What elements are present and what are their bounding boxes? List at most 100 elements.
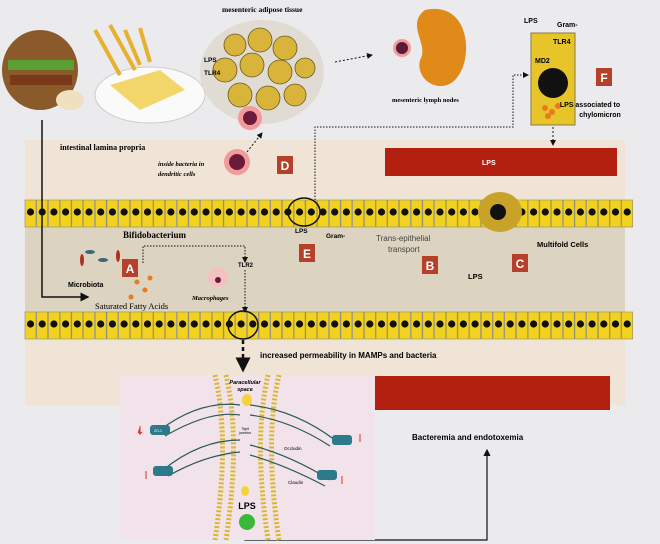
marker-d: D [277, 156, 293, 174]
cell-nucleus [494, 320, 503, 328]
cell-nucleus [237, 320, 245, 328]
cell-nucleus [471, 320, 479, 328]
cell-nucleus [38, 320, 46, 328]
cell-nucleus [553, 208, 561, 216]
cell-nucleus [108, 320, 116, 328]
cell-nucleus [471, 208, 479, 216]
cell-nucleus [50, 320, 58, 328]
cell-nucleus [565, 208, 573, 216]
cell-nucleus [576, 208, 585, 216]
lymph-label: mesenteric lymph nodes [392, 97, 459, 104]
cell-nucleus [459, 208, 467, 216]
cell-nucleus [26, 320, 35, 328]
cell-nucleus [483, 320, 491, 328]
cell-nucleus [167, 208, 175, 216]
cell-nucleus [576, 320, 585, 328]
highlight-circle-junction [227, 310, 259, 340]
blood-vessel-top [385, 148, 617, 176]
adipose-label: mesenteric adipose tissue [222, 5, 303, 14]
cell-nucleus [296, 320, 304, 328]
cell-nucleus [623, 320, 631, 328]
bifido-label: Bifidobacterium [123, 230, 186, 240]
cell-nucleus [342, 208, 350, 216]
cell-nucleus [389, 208, 397, 216]
cell-nucleus [331, 320, 339, 328]
cell-nucleus [448, 208, 456, 216]
cell-nucleus [611, 208, 620, 216]
cell-nucleus [623, 208, 631, 216]
adipose-lps-label: LPS [204, 57, 217, 64]
adipose-tissue [200, 20, 324, 130]
dendritic-label-2: dendritic cells [158, 171, 196, 178]
cell-nucleus [436, 320, 444, 328]
cell-nucleus [179, 320, 187, 328]
cell-nucleus [225, 208, 233, 216]
lps-top-label: LPS [524, 18, 538, 25]
cell-nucleus [249, 208, 257, 216]
md2-label: MD2 [535, 58, 550, 65]
cell-nucleus [401, 208, 409, 216]
marker-f: F [596, 68, 612, 86]
cell-nucleus [272, 208, 280, 216]
cell-nucleus [436, 208, 444, 216]
epithelial-row-bottom [24, 311, 634, 340]
cell-nucleus [143, 320, 152, 328]
cell-nucleus [260, 320, 269, 328]
cell-nucleus [85, 208, 93, 216]
cell-nucleus [260, 208, 269, 216]
marker-b: B [422, 256, 438, 274]
cell-nucleus [214, 320, 222, 328]
cell-nucleus [401, 320, 409, 328]
cell-nucleus [272, 320, 280, 328]
cell-nucleus [155, 208, 163, 216]
lps-e-label: LPS [295, 228, 308, 235]
cell-nucleus [190, 208, 198, 216]
cell-nucleus [132, 208, 140, 216]
cell-nucleus [459, 320, 467, 328]
cell-nucleus [541, 320, 549, 328]
cell-nucleus [377, 208, 386, 216]
occludin-label: Occludin [284, 446, 302, 451]
chylo-label-1: LPS associated to [560, 102, 620, 109]
chylo-label-2: chylomicron [579, 112, 621, 119]
cell-nucleus [506, 320, 514, 328]
cell-nucleus [143, 208, 152, 216]
cell-nucleus [167, 320, 175, 328]
enterocyte [530, 32, 576, 126]
cell-nucleus [588, 208, 596, 216]
food-image [2, 24, 206, 124]
cell-nucleus [202, 320, 210, 328]
cell-nucleus [448, 320, 456, 328]
cell-nucleus [319, 208, 327, 216]
tight-junction-panel: ZO-1 [120, 374, 375, 541]
lps-b-label: LPS [468, 272, 483, 281]
marker-letter: D [281, 159, 290, 173]
cell-nucleus [541, 208, 549, 216]
cell-nucleus [120, 320, 128, 328]
marker-letter: A [126, 262, 135, 276]
lymph-node [393, 8, 467, 87]
bacteremia-label: Bacteremia and endotoxemia [412, 433, 524, 442]
cell-nucleus [62, 208, 70, 216]
cell-nucleus [307, 320, 315, 328]
cell-nucleus [284, 320, 292, 328]
cell-nucleus [366, 320, 374, 328]
cell-nucleus [97, 320, 105, 328]
lumen-band [25, 227, 625, 312]
cell-nucleus [85, 320, 93, 328]
multifold-label: Multifold Cells [537, 240, 588, 249]
marker-a: A [122, 259, 138, 277]
cell-nucleus [179, 208, 187, 216]
vessel-lps-label: LPS [482, 160, 496, 167]
cell-nucleus [190, 320, 198, 328]
marker-e: E [299, 244, 315, 262]
cell-nucleus [377, 320, 386, 328]
cell-nucleus [565, 320, 573, 328]
cell-nucleus [132, 320, 140, 328]
tlr2-label: TLR2 [238, 263, 254, 269]
cell-nucleus [97, 208, 105, 216]
cell-nucleus [530, 320, 538, 328]
cell-nucleus [518, 320, 526, 328]
cell-nucleus [342, 320, 350, 328]
